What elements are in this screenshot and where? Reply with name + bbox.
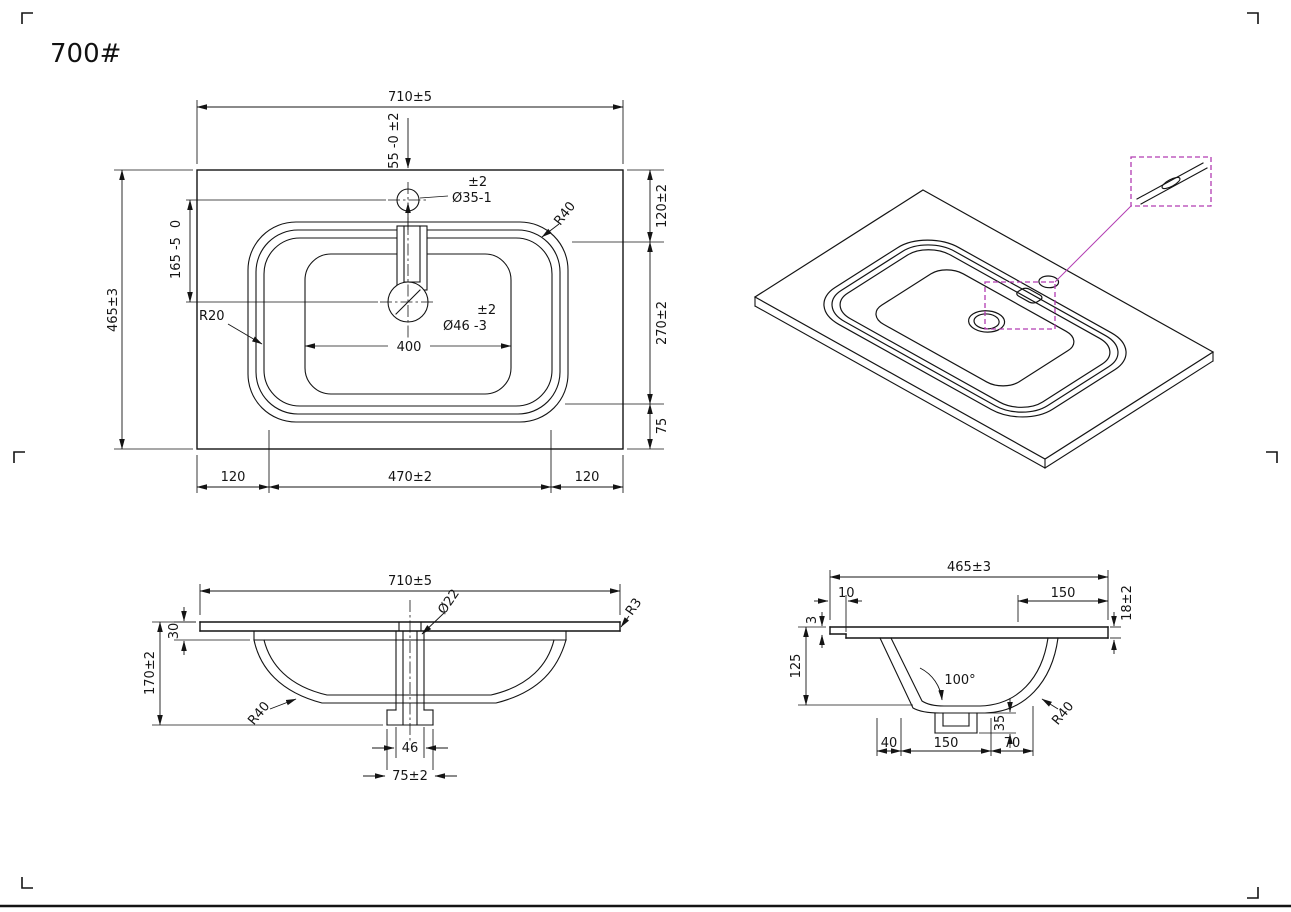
dim-drain-outer-dia: 46 [402,741,419,756]
drawing-title: 700# [50,39,121,69]
iso-faucet-hole [1035,274,1063,290]
dim-wall-angle: 100° [944,673,975,688]
dim-bottom-right: 70 [1004,736,1021,751]
dim-boss-width: 75±2 [392,769,428,784]
bowl-inner-profile [263,639,555,696]
dim-bottom-center: 150 [934,736,959,751]
dim-top-width: 710±5 [388,90,432,105]
dim-front-bowl-radius: R40 [245,699,273,728]
dim-basin-bottom-width: 400 [397,340,422,355]
bowl-outer-profile [253,639,567,704]
dim-edge-thickness: 18±2 [1120,585,1135,621]
side-section-view: 465±3 10 150 18±2 3 125 100° 35 [789,560,1135,756]
dim-rim-height: 30 [167,623,182,640]
front-section-view: 710±5 Ø22 R3 30 170±2 R40 46 75±2 [143,574,645,784]
detail-view-content [1136,162,1208,205]
isometric-top-face [755,190,1213,459]
registration-mark [1266,451,1278,463]
dim-left-upper-tol: 0 [169,220,184,228]
dim-faucet-dia-tol: ±2 [468,175,487,190]
dim-inner-radius: R20 [199,309,225,324]
dim-depth: 465±3 [947,560,991,575]
dim-bottom-left: 40 [881,736,898,751]
detail-callout-frame [984,281,1056,330]
registration-mark [1247,887,1259,899]
dim-front-flat: 150 [1051,586,1076,601]
dim-boss-height: 35 [993,715,1008,732]
dim-total-height: 170±2 [143,651,158,695]
dim-right-middle: 270±2 [655,301,670,345]
dim-right-bottom: 75 [655,418,670,435]
dim-corner-radius: R40 [551,199,579,228]
detail-overflow-hole [1161,176,1181,190]
dim-height: 465±3 [106,288,121,332]
dim-bottom-left: 120 [221,470,246,485]
overflow-slot [396,225,428,291]
dim-right-top: 120±2 [655,184,670,228]
registration-mark [21,12,33,24]
iso-overflow-slot [1015,287,1045,304]
side-bowl-inner [890,637,1049,707]
countertop-outline [196,169,624,450]
dim-faucet-offset-tol: ±2 [387,112,402,131]
dim-left-upper: 165 -5 [169,237,184,279]
dim-faucet-offset: 55 -0 [387,135,402,169]
isometric-view [754,156,1214,469]
dim-back-edge: 10 [838,586,855,601]
dim-drain-dia-tol: ±2 [477,303,496,318]
dim-drain-dia: Ø46 -3 [443,319,487,334]
dim-bottom-right: 120 [575,470,600,485]
registration-mark [1247,12,1259,24]
dim-bowl-depth: 125 [789,654,804,679]
dim-back-lip: 3 [805,616,820,624]
dim-edge-radius: R3 [623,596,645,619]
registration-mark [21,877,33,889]
top-view: 710±5 ±2 55 -0 ±2 Ø35-1 R40 120±2 270±2 … [106,90,670,493]
registration-mark [13,451,25,463]
dim-bottom-center: 470±2 [388,470,432,485]
dim-side-bowl-radius: R40 [1049,699,1077,728]
registration-marks [13,12,1278,899]
detail-view-frame [1130,156,1212,207]
dim-front-width: 710±5 [388,574,432,589]
dim-faucet-dia: Ø35-1 [452,191,492,206]
